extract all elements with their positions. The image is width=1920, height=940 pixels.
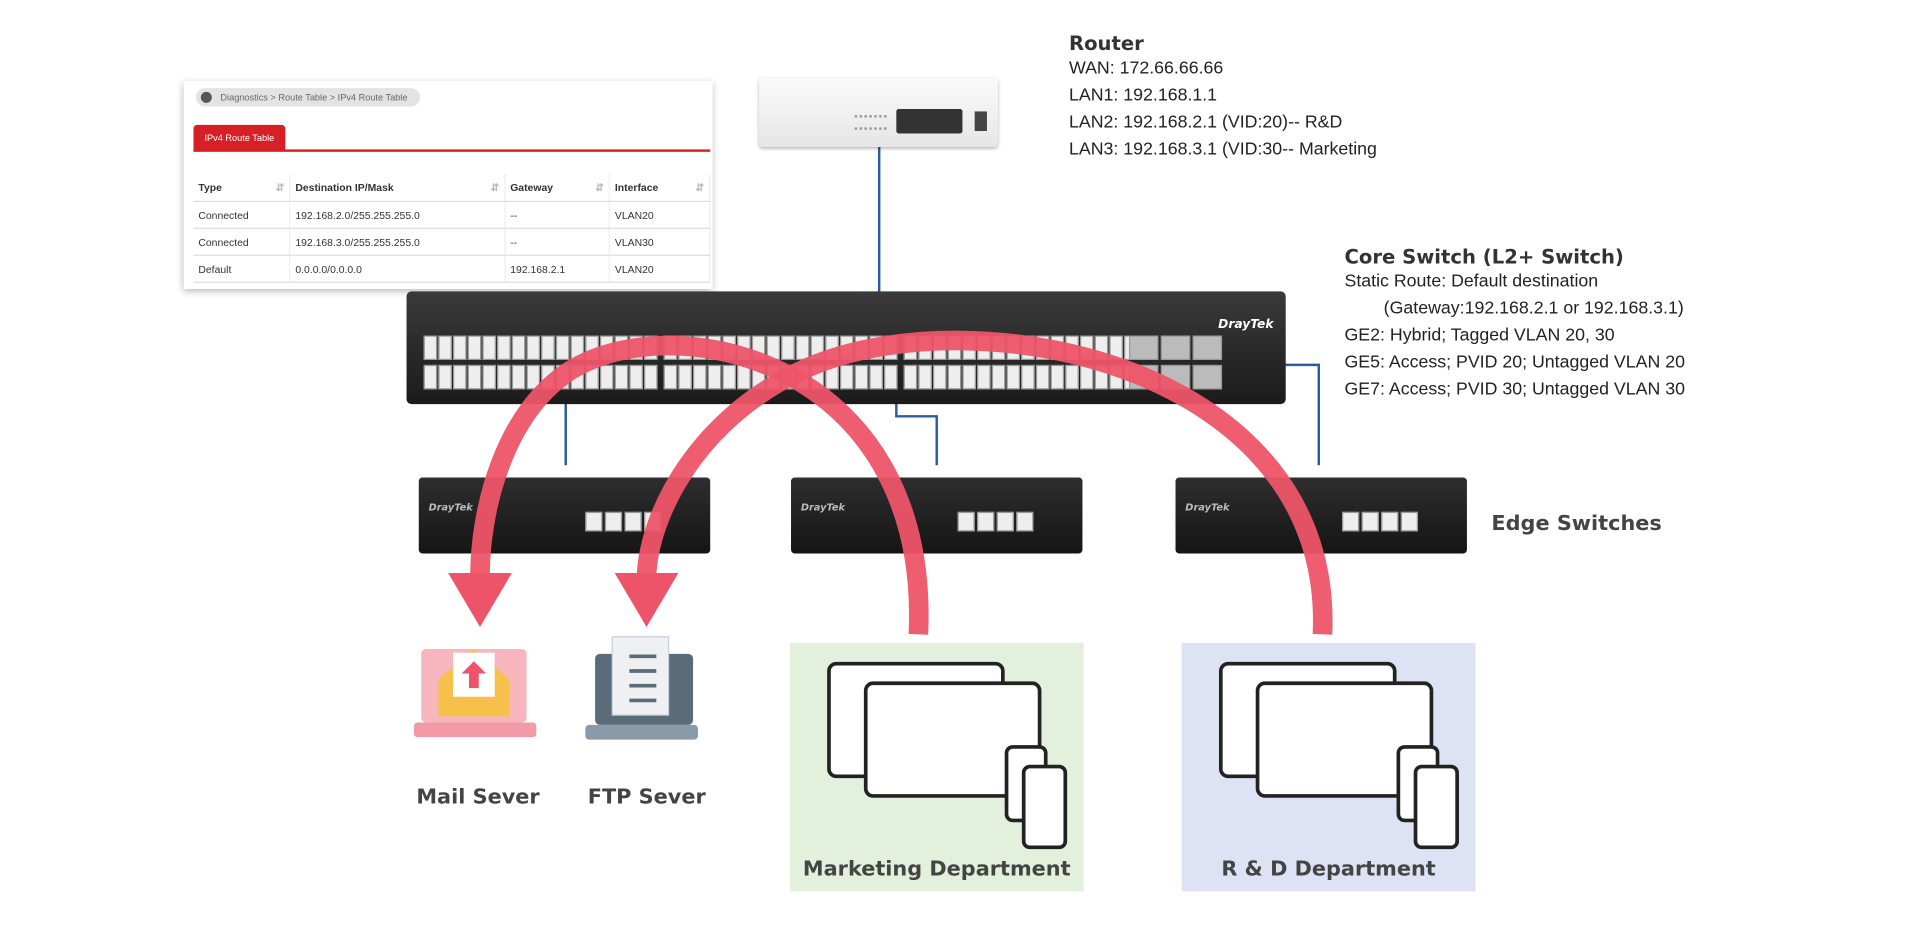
- arrow-rd-to-ftp: [636, 330, 1333, 635]
- sort-icon: ⇵: [595, 180, 604, 193]
- ethernet-port: [423, 364, 438, 390]
- ethernet-port: [497, 364, 511, 390]
- ethernet-port: [1361, 511, 1379, 532]
- sort-icon: ⇵: [695, 180, 705, 193]
- ethernet-port: [453, 335, 467, 361]
- ethernet-port: [585, 511, 603, 532]
- sfp-port: [1160, 335, 1191, 361]
- ethernet-port: [541, 335, 555, 361]
- ethernet-port: [869, 364, 883, 390]
- ethernet-port: [918, 364, 932, 390]
- edge-switch-3: DrayTek: [1175, 477, 1467, 554]
- sfp-port: [1192, 335, 1223, 361]
- arrow-marketing-to-mail: [470, 335, 929, 635]
- ethernet-port: [1016, 511, 1034, 532]
- tab-ipv4-route-table[interactable]: IPv4 Route Table: [193, 124, 286, 151]
- ethernet-port: [438, 364, 452, 390]
- sort-icon: ⇵: [490, 180, 500, 193]
- phone-icon: [1004, 745, 1459, 850]
- ethernet-port: [977, 511, 995, 532]
- ethernet-port: [467, 364, 482, 390]
- ethernet-port: [840, 364, 854, 390]
- ethernet-port: [707, 364, 722, 390]
- col-interface[interactable]: Interface⇵: [609, 173, 711, 203]
- ethernet-port: [957, 511, 975, 532]
- ethernet-port: [511, 335, 526, 361]
- sort-icon: ⇵: [275, 180, 285, 193]
- ethernet-port: [482, 364, 496, 390]
- sfp-port: [1128, 335, 1159, 361]
- arrowhead-icon: [614, 573, 679, 627]
- arrowhead-icon: [448, 573, 512, 627]
- router-device: [759, 78, 998, 147]
- ethernet-port: [1006, 364, 1021, 390]
- ethernet-port: [423, 335, 438, 361]
- ethernet-port: [526, 335, 541, 361]
- ethernet-port: [604, 511, 623, 532]
- table-header: Type⇵ Destination IP/Mask⇵ Gateway⇵ Inte…: [193, 173, 711, 203]
- router-info: Router WAN: 172.66.66.66 LAN1: 192.168.1…: [1068, 31, 1377, 160]
- ethernet-port: [555, 335, 570, 361]
- ethernet-port: [1035, 364, 1050, 390]
- col-type[interactable]: Type⇵: [193, 173, 291, 203]
- ethernet-port: [947, 364, 962, 390]
- ethernet-port: [903, 364, 918, 390]
- ethernet-port: [722, 364, 736, 390]
- laptop-icon: [827, 661, 1434, 798]
- ethernet-port: [624, 511, 642, 532]
- ethernet-port: [1065, 364, 1079, 390]
- mail-server-icon: [413, 648, 537, 738]
- marketing-label: Marketing Department: [802, 857, 1071, 882]
- tab-underline: [193, 149, 711, 152]
- ethernet-port: [600, 364, 614, 390]
- ethernet-port: [678, 364, 692, 390]
- draytek-logo: DrayTek: [1218, 318, 1274, 332]
- ethernet-port: [1381, 511, 1399, 532]
- route-table-screenshot: Diagnostics > Route Table > IPv4 Route T…: [183, 80, 713, 289]
- ethernet-port: [453, 364, 467, 390]
- rd-label: R & D Department: [1221, 857, 1436, 882]
- ethernet-port: [511, 364, 526, 390]
- edge-switches-label: Edge Switches: [1491, 511, 1662, 537]
- ftp-server-label: FTP Sever: [587, 784, 706, 810]
- ethernet-port: [614, 364, 629, 390]
- ethernet-port: [693, 364, 707, 390]
- ethernet-port: [438, 335, 452, 361]
- core-switch-info: Core Switch (L2+ Switch) Static Route: D…: [1344, 244, 1685, 400]
- ethernet-port: [781, 335, 795, 361]
- ftp-server-icon: [585, 636, 698, 740]
- ethernet-port: [933, 364, 947, 390]
- ethernet-port: [1050, 364, 1065, 390]
- edge-switch-2: DrayTek: [791, 477, 1083, 554]
- ethernet-port: [629, 364, 643, 390]
- ethernet-port: [854, 364, 869, 390]
- ethernet-port: [467, 335, 482, 361]
- ethernet-port: [497, 335, 511, 361]
- col-gateway[interactable]: Gateway⇵: [504, 173, 611, 203]
- route-table: Type⇵ Destination IP/Mask⇵ Gateway⇵ Inte…: [193, 173, 711, 283]
- ethernet-port: [996, 511, 1014, 532]
- ethernet-port: [1342, 511, 1360, 532]
- breadcrumb: Diagnostics > Route Table > IPv4 Route T…: [195, 88, 420, 107]
- ethernet-port: [977, 364, 991, 390]
- ethernet-port: [1400, 511, 1418, 532]
- mail-server-label: Mail Sever: [416, 784, 540, 810]
- ethernet-port: [644, 364, 658, 390]
- location-pin-icon: [200, 91, 212, 103]
- ethernet-port: [884, 364, 898, 390]
- ethernet-port: [962, 364, 976, 390]
- col-destination[interactable]: Destination IP/Mask⇵: [289, 173, 506, 203]
- ethernet-port: [991, 364, 1006, 390]
- sfp-port: [1192, 364, 1223, 390]
- ethernet-port: [1021, 364, 1035, 390]
- ethernet-port: [526, 364, 541, 390]
- ethernet-port: [482, 335, 496, 361]
- ethernet-port: [663, 364, 678, 390]
